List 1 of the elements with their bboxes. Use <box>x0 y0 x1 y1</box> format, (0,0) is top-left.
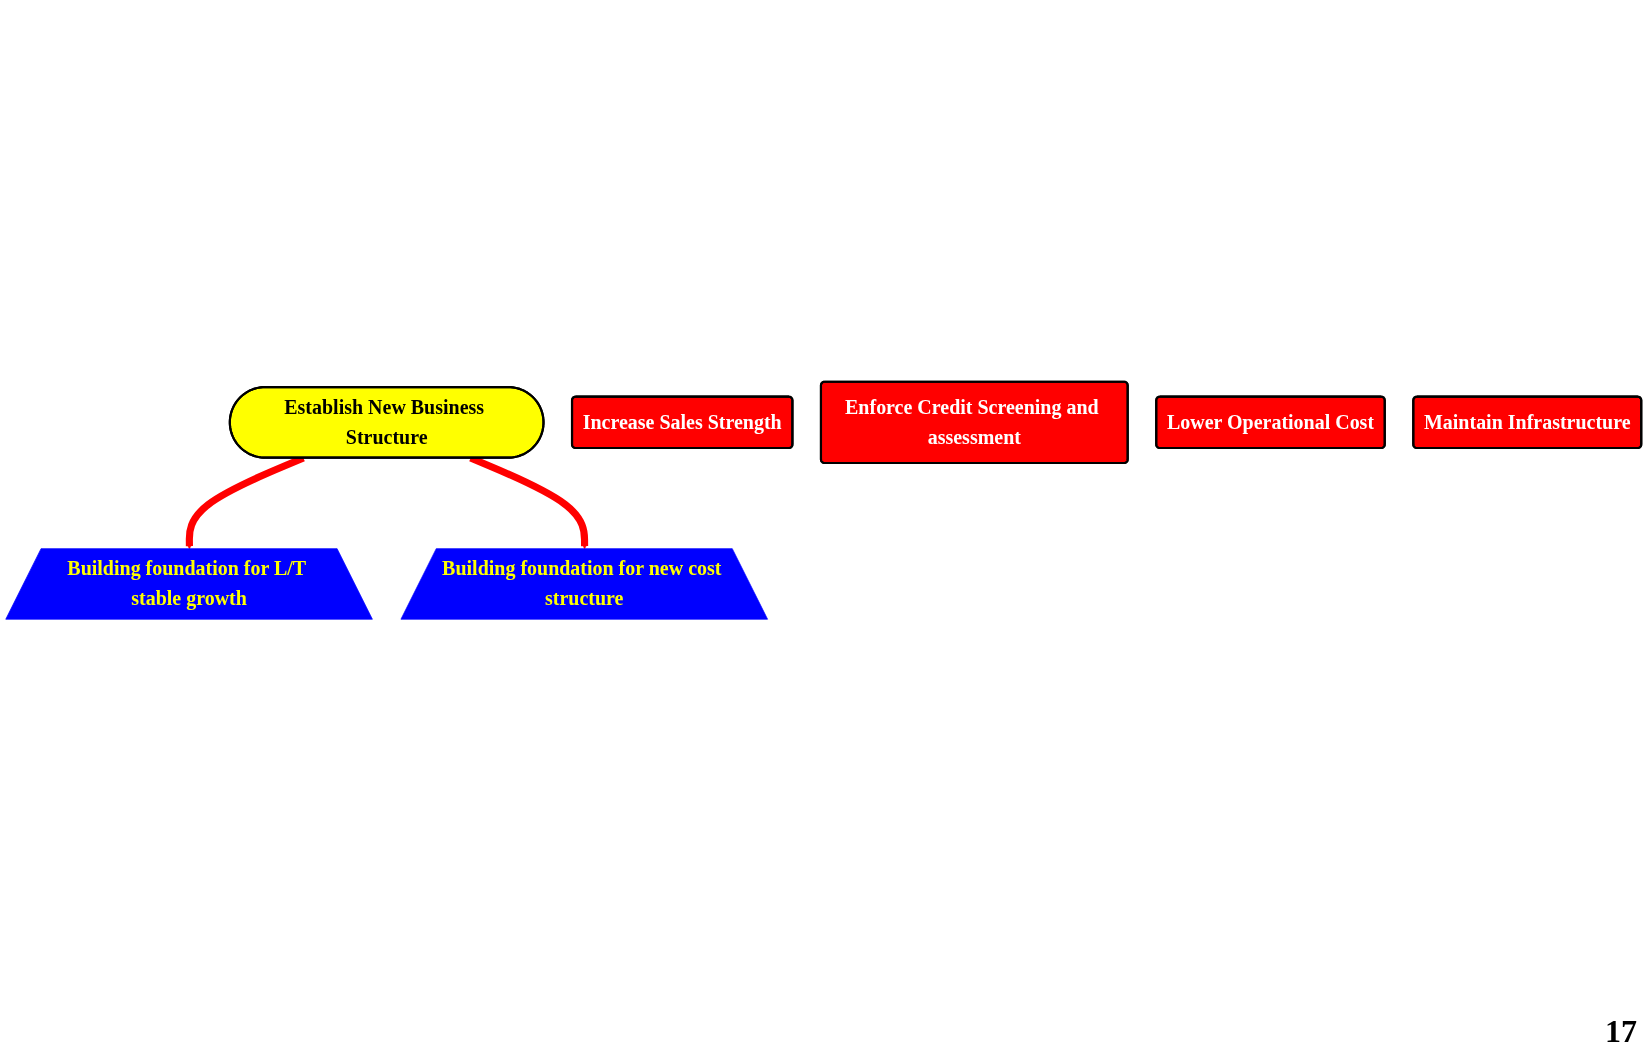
page-number: 17 <box>1605 1013 1637 1050</box>
